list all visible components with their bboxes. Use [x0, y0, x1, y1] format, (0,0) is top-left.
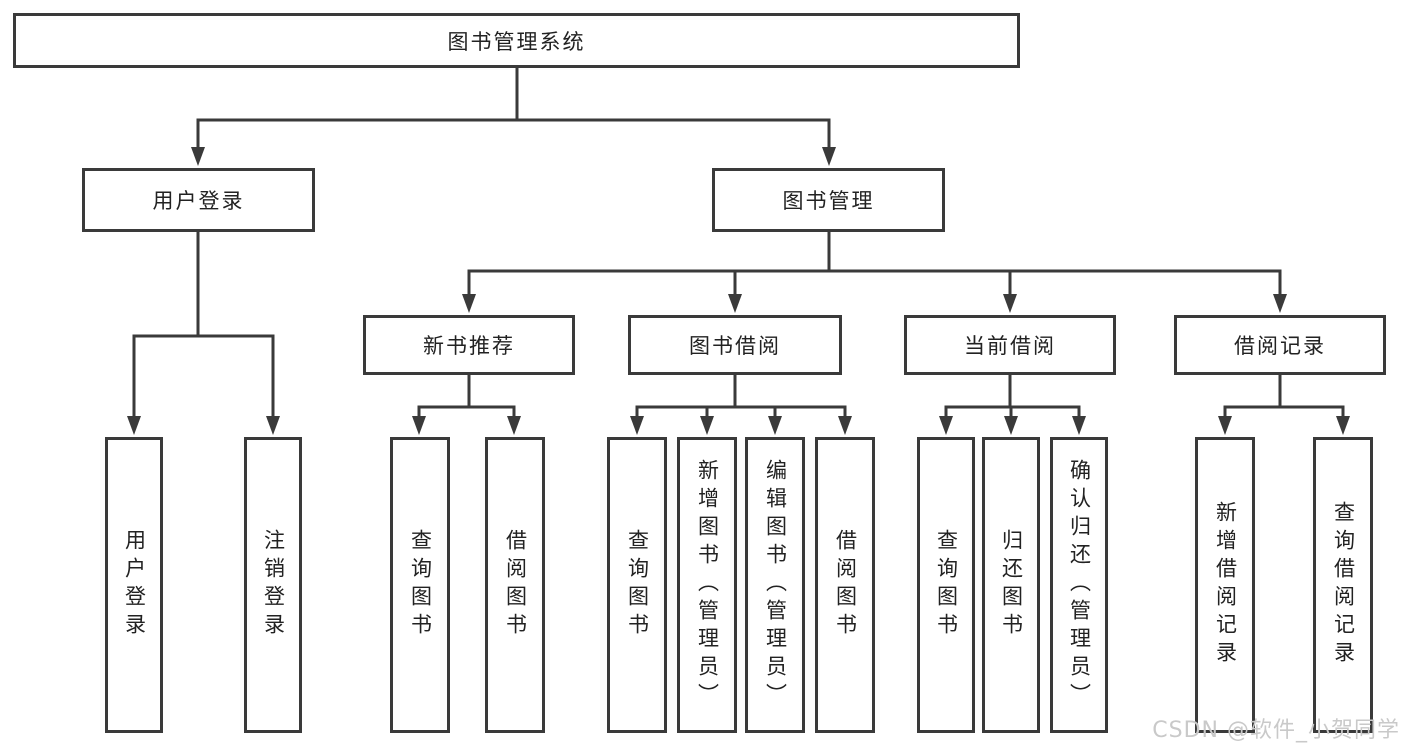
arrowhead-down-icon [768, 416, 782, 435]
arrowhead-down-icon [266, 416, 280, 435]
node-book-management: 图书管理 [712, 168, 945, 232]
arrowhead-down-icon [412, 416, 426, 435]
node-leaf-borrow-books-2: 借阅图书 [815, 437, 875, 733]
node-user-login: 用户登录 [82, 168, 315, 232]
arrowhead-down-icon [1273, 294, 1287, 313]
watermark: CSDN @软件_小贺同学 [1152, 718, 1400, 743]
node-leaf-query-books-1: 查询图书 [390, 437, 450, 733]
node-library-management-system: 图书管理系统 [13, 13, 1020, 68]
arrowhead-down-icon [127, 416, 141, 435]
node-leaf-confirm-return-admin: 确认归还（管理员） [1050, 437, 1108, 733]
node-leaf-borrow-books-1: 借阅图书 [485, 437, 545, 733]
node-borrowing-records: 借阅记录 [1174, 315, 1386, 375]
node-leaf-return-books: 归还图书 [982, 437, 1040, 733]
arrowhead-down-icon [838, 416, 852, 435]
arrowhead-down-icon [822, 147, 836, 166]
node-leaf-add-books-admin: 新增图书（管理员） [677, 437, 737, 733]
arrowhead-down-icon [939, 416, 953, 435]
arrowhead-down-icon [1336, 416, 1350, 435]
arrowhead-down-icon [462, 294, 476, 313]
node-leaf-user-login: 用户登录 [105, 437, 163, 733]
node-leaf-query-books-2: 查询图书 [607, 437, 667, 733]
node-leaf-logout: 注销登录 [244, 437, 302, 733]
node-book-borrowing: 图书借阅 [628, 315, 842, 375]
arrowhead-down-icon [1218, 416, 1232, 435]
arrowhead-down-icon [728, 294, 742, 313]
node-new-book-recommendation: 新书推荐 [363, 315, 575, 375]
node-leaf-edit-books-admin: 编辑图书（管理员） [745, 437, 805, 733]
arrowhead-down-icon [1072, 416, 1086, 435]
node-leaf-query-borrow-record: 查询借阅记录 [1313, 437, 1373, 733]
arrowhead-down-icon [1004, 416, 1018, 435]
arrowhead-down-icon [630, 416, 644, 435]
arrowhead-down-icon [700, 416, 714, 435]
arrowhead-down-icon [1003, 294, 1017, 313]
node-leaf-query-books-3: 查询图书 [917, 437, 975, 733]
node-current-borrowing: 当前借阅 [904, 315, 1116, 375]
node-leaf-add-borrow-record: 新增借阅记录 [1195, 437, 1255, 733]
arrowhead-down-icon [507, 416, 521, 435]
arrowhead-down-icon [191, 147, 205, 166]
